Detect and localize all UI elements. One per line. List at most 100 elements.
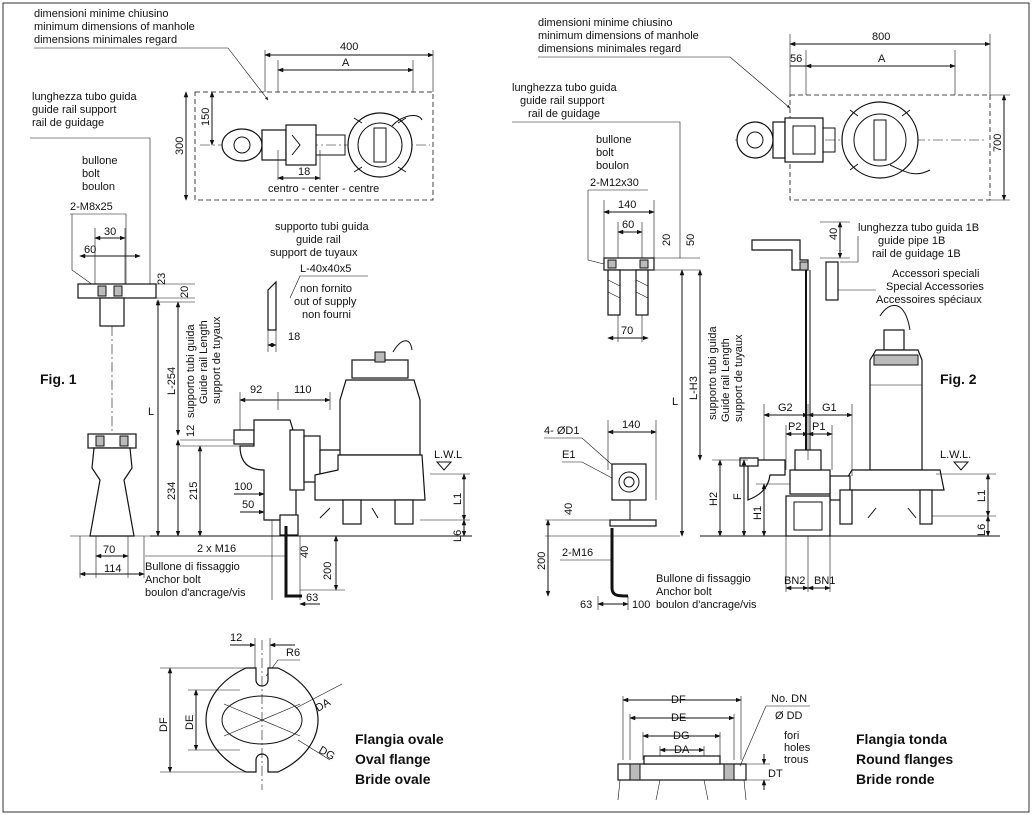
fig2-dim-100: 100 bbox=[632, 599, 650, 611]
round-caption-en: Round flanges bbox=[856, 751, 953, 767]
fig1-manhole-label-en: minimum dimensions of manhole bbox=[34, 21, 195, 33]
round-dim-no-dn: No. DN bbox=[771, 693, 807, 705]
fig1-drawing: dimensioni minime chiusino minimum dimen… bbox=[30, 8, 472, 607]
fig2-dim-d1: 4- ØD1 bbox=[544, 425, 579, 437]
fig1-anchor-spec: 2 x M16 bbox=[197, 543, 236, 555]
fig1-dim-23: 23 bbox=[156, 273, 168, 285]
round-holes-it: fori bbox=[784, 730, 799, 742]
round-caption-fr: Bride ronde bbox=[856, 771, 935, 787]
fig1-manhole-outline bbox=[194, 91, 434, 201]
fig1-dim-50: 50 bbox=[242, 499, 254, 511]
fig1-supply-label-en: out of supply bbox=[294, 296, 357, 308]
fig2-dim-56: 56 bbox=[790, 53, 802, 65]
fig2-dim-63: 63 bbox=[580, 599, 592, 611]
fig2-bolt-spec: 2-M12x30 bbox=[590, 177, 639, 189]
fig1-dim-234: 234 bbox=[166, 482, 178, 500]
fig2-dim-g2: G2 bbox=[778, 402, 793, 414]
fig1-anchor-label-en: Anchor bolt bbox=[145, 574, 201, 586]
fig1-vertical-label-en: Guide rail Length bbox=[198, 320, 210, 404]
fig1-dim-200: 200 bbox=[322, 562, 334, 580]
fig1-dim-400: 400 bbox=[340, 41, 358, 53]
fig1-dim-300: 300 bbox=[174, 137, 186, 155]
fig2-dim-140b: 140 bbox=[622, 419, 640, 431]
fig2-pipe-label-en: guide pipe 1B bbox=[878, 235, 945, 247]
oval-flange-drawing: 12 R6 DF DE DA DG Flangia ovale Oval fla… bbox=[158, 632, 444, 790]
fig1-supply-label-fr: non fourni bbox=[302, 309, 351, 321]
fig1-dim-60: 60 bbox=[84, 244, 96, 256]
fig1-rail-label-fr: rail de guidage bbox=[32, 117, 104, 129]
fig2-vertical-label-it: supporto tubi guida bbox=[707, 326, 719, 420]
fig2-dim-a: A bbox=[878, 53, 886, 65]
fig1-bolt-label-en: bolt bbox=[82, 168, 100, 180]
fig1-bolt-label-fr: boulon bbox=[82, 181, 115, 193]
fig2-title: Fig. 2 bbox=[940, 371, 977, 387]
oval-dim-df: DF bbox=[158, 717, 170, 732]
fig2-drawing: dimensioni minime chiusino minimum dimen… bbox=[512, 17, 1010, 611]
fig1-dim-40: 40 bbox=[299, 546, 311, 558]
fig1-center-label: centro - center - centre bbox=[268, 183, 379, 195]
fig1-dim-30: 30 bbox=[104, 226, 116, 238]
fig2-dim-h2: H2 bbox=[708, 492, 720, 506]
fig2-accessories-label-it: Accessori speciali bbox=[892, 268, 979, 280]
fig2-pipe-label-it: lunghezza tubo guida 1B bbox=[858, 222, 979, 234]
fig1-vertical-label-fr: support de tuyaux bbox=[211, 316, 223, 404]
fig2-anchor-label-it: Bullone di fissaggio bbox=[656, 573, 751, 585]
oval-dim-r6: R6 bbox=[286, 647, 300, 659]
round-caption-it: Flangia tonda bbox=[856, 731, 947, 747]
fig1-dim-63: 63 bbox=[306, 592, 318, 604]
fig2-pipe-label-fr: rail de guidage 1B bbox=[872, 248, 961, 260]
fig1-dim-18a: 18 bbox=[298, 166, 310, 178]
fig1-manhole-label-it: dimensioni minime chiusino bbox=[34, 8, 169, 20]
fig1-manhole-label-fr: dimensions minimales regard bbox=[34, 34, 177, 46]
fig2-dim-l1: L1 bbox=[976, 490, 988, 502]
round-holes-en: holes bbox=[784, 742, 811, 754]
oval-caption-it: Flangia ovale bbox=[355, 731, 444, 747]
fig2-dim-p2: P2 bbox=[788, 421, 801, 433]
oval-caption-en: Oval flange bbox=[355, 751, 431, 767]
fig1-dim-70: 70 bbox=[103, 544, 115, 556]
fig2-vertical-label-en: Guide rail Length bbox=[720, 338, 732, 422]
fig2-rail-label-it: lunghezza tubo guida bbox=[512, 82, 617, 94]
fig2-accessories-label-en: Special Accessories bbox=[886, 281, 984, 293]
fig1-rail-label-it: lunghezza tubo guida bbox=[32, 91, 137, 103]
fig1-dim-l254: L-254 bbox=[166, 367, 178, 395]
fig1-dim-150: 150 bbox=[200, 108, 212, 126]
fig1-dim-a: A bbox=[342, 57, 350, 69]
fig2-dim-800: 800 bbox=[872, 31, 890, 43]
fig2-dim-50: 50 bbox=[685, 234, 697, 246]
fig2-dim-f: F bbox=[732, 493, 744, 500]
fig1-support-label-it: supporto tubi guida bbox=[275, 221, 369, 233]
round-dim-da: DA bbox=[674, 744, 690, 756]
fig1-dim-100: 100 bbox=[234, 481, 252, 493]
round-dim-dt: DT bbox=[768, 768, 783, 780]
fig1-vertical-label-it: supporto tubi guida bbox=[185, 324, 197, 418]
fig2-accessories-label-fr: Accessoires spéciaux bbox=[876, 294, 982, 306]
fig2-dim-bn1: BN1 bbox=[814, 575, 835, 587]
fig2-vertical-label-fr: support de tuyaux bbox=[733, 334, 745, 422]
fig1-dim-92: 92 bbox=[250, 384, 262, 396]
fig1-dim-l: L bbox=[148, 406, 154, 418]
fig2-dim-bn2: BN2 bbox=[784, 575, 805, 587]
fig2-dim-40b: 40 bbox=[563, 503, 575, 515]
fig2-dim-20: 20 bbox=[661, 234, 673, 246]
round-dim-dg: DG bbox=[673, 730, 690, 742]
fig1-dim-18b: 18 bbox=[288, 331, 300, 343]
round-flange-drawing: DF DE DG DA No. DN Ø DD fori holes trous… bbox=[617, 693, 953, 801]
fig2-dim-l: L bbox=[672, 396, 678, 408]
fig2-anchor-label-en: Anchor bolt bbox=[656, 586, 712, 598]
fig2-anchor-spec: 2-M16 bbox=[562, 547, 593, 559]
round-dim-dd: Ø DD bbox=[775, 710, 803, 722]
fig2-dim-e1: E1 bbox=[562, 449, 575, 461]
fig2-manhole-label-it: dimensioni minime chiusino bbox=[538, 17, 673, 29]
fig1-rail-label-en: guide rail support bbox=[32, 104, 116, 116]
fig2-bolt-label-fr: boulon bbox=[596, 160, 629, 172]
fig2-dim-lh3: L-H3 bbox=[688, 376, 700, 400]
fig1-anchor-label-it: Bullone di fissaggio bbox=[145, 561, 240, 573]
fig1-support-spec: L-40x40x5 bbox=[300, 263, 351, 275]
fig2-manhole-outline bbox=[789, 94, 991, 201]
fig1-dim-215: 215 bbox=[188, 482, 200, 500]
fig1-support-label-fr: support de tuyaux bbox=[270, 247, 358, 259]
fig2-manhole-label-fr: dimensions minimales regard bbox=[538, 43, 681, 55]
fig1-anchor-label-fr: boulon d'ancrage/vis bbox=[145, 587, 246, 599]
